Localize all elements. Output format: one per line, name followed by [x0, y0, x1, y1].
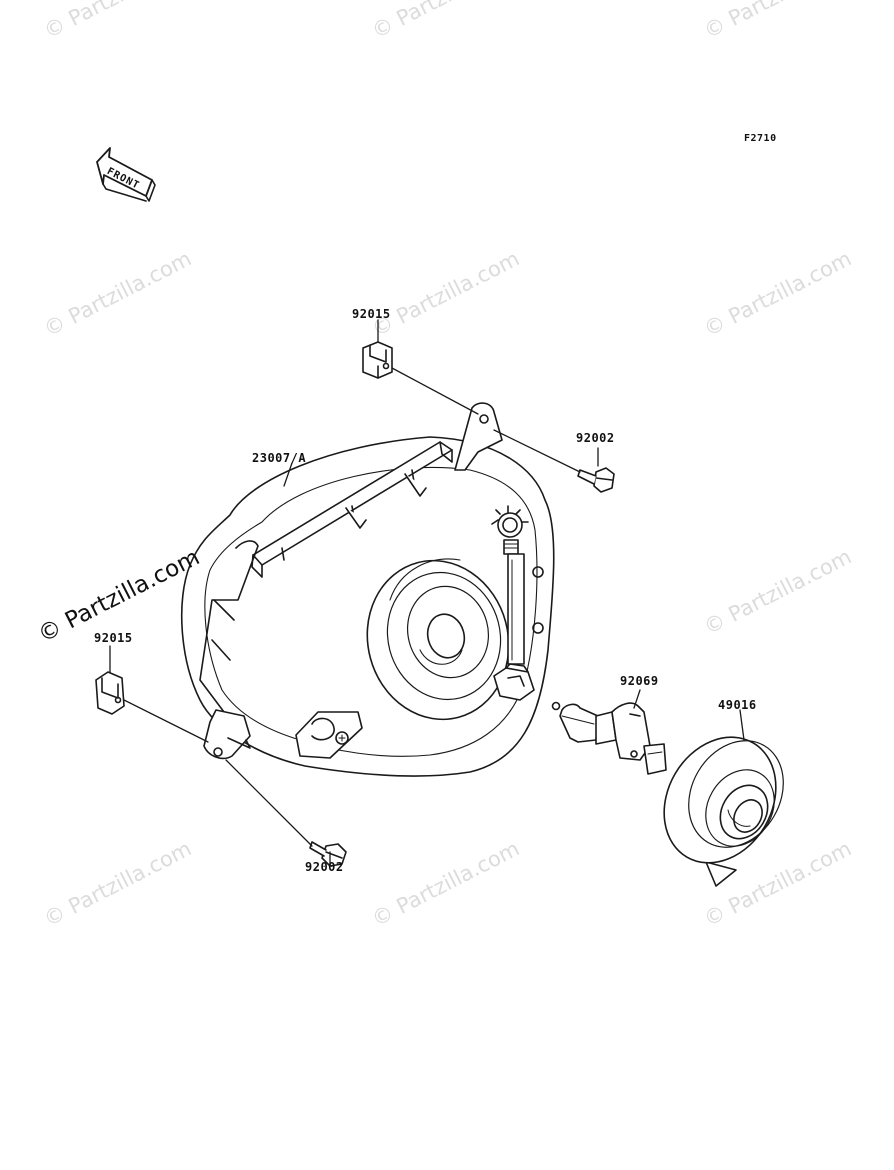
figure-code: F2710	[744, 133, 777, 144]
part-label-bolt-top: 92002	[576, 431, 615, 445]
bolt-top-part	[577, 467, 615, 493]
clip-top-part	[362, 341, 393, 379]
part-label-bulb: 92069	[620, 674, 659, 688]
part-label-clip-top: 92015	[352, 307, 391, 321]
clip-left-part	[95, 671, 125, 715]
bulb-part	[551, 701, 667, 775]
front-arrow-icon	[96, 147, 156, 202]
part-label-bulb-cover: 49016	[718, 698, 757, 712]
part-label-clip-left: 92015	[94, 631, 133, 645]
part-label-headlamp-unit: 23007/A	[252, 451, 307, 465]
leader-lines	[109, 319, 745, 867]
headlamp-unit-part	[180, 402, 555, 777]
part-label-bolt-bottom: 92002	[305, 860, 344, 874]
bulb-cover-part	[663, 736, 784, 887]
